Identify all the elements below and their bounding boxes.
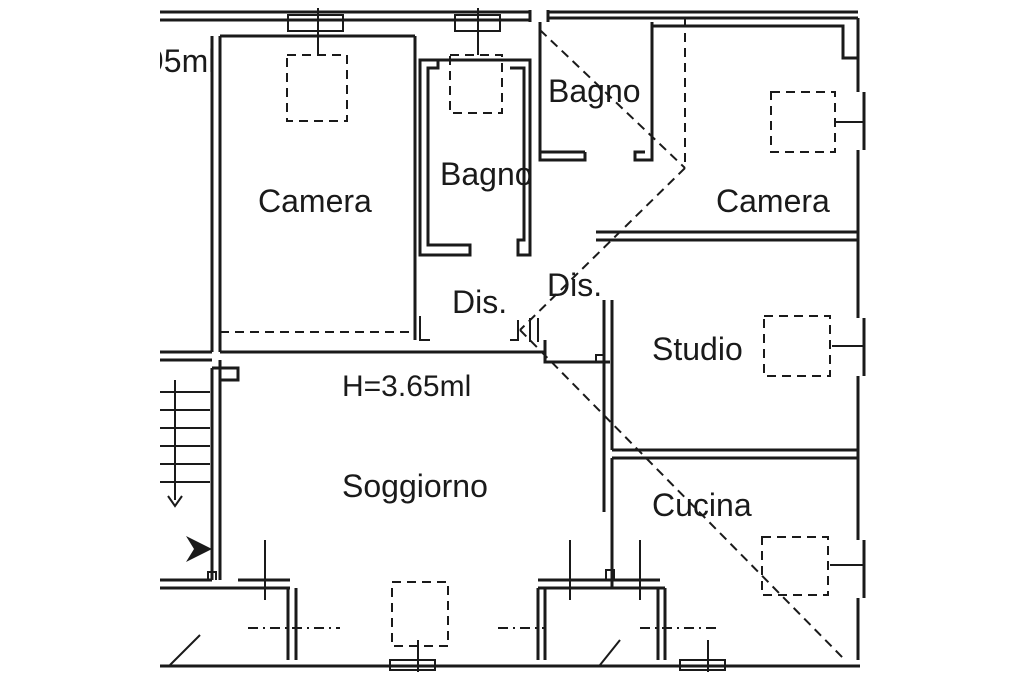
label-bagno-mid: Bagno (440, 156, 533, 192)
fixture-squares (286, 54, 836, 647)
room-soggiorno (160, 340, 665, 590)
label-camera-right: Camera (716, 183, 830, 219)
label-soggiorno: Soggiorno (342, 468, 488, 504)
room-bagno-mid (418, 58, 532, 257)
room-bagno-top (538, 22, 654, 162)
openings-bottom (169, 540, 726, 672)
label-cucina: Cucina (652, 487, 752, 523)
label-studio: Studio (652, 331, 743, 367)
label-camera-left: Camera (258, 183, 372, 219)
room-camera-right (596, 24, 858, 242)
label-bagno-top: Bagno (548, 73, 641, 109)
windows-top (287, 8, 501, 55)
room-camera-left (160, 34, 545, 362)
left-mask (0, 0, 160, 683)
entrance-arrow-icon (186, 536, 212, 562)
label-dis-left: Dis. (452, 284, 507, 320)
staircase (160, 380, 210, 508)
label-dis-right: Dis. (547, 267, 602, 303)
label-height: H=3.65ml (342, 370, 471, 403)
dashed-diagonals (220, 18, 846, 661)
windows-right (830, 121, 864, 566)
door-jambs (207, 316, 615, 580)
